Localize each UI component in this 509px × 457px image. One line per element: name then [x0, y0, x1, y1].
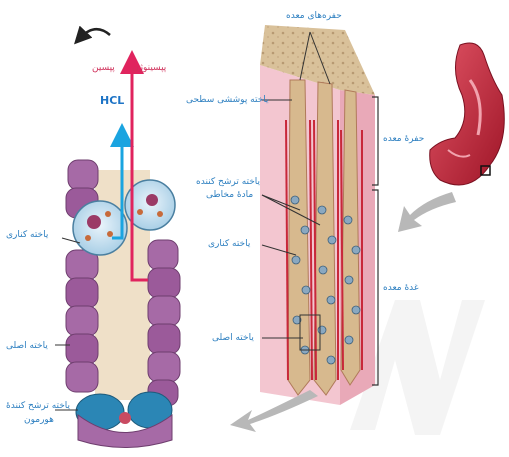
right-cell-wall — [148, 240, 180, 406]
tissue-block — [230, 25, 378, 432]
zoom-arrow — [398, 192, 456, 232]
label-pepsinogen: پپسینوژن — [132, 62, 166, 74]
conversion-arrow — [80, 29, 110, 38]
hormone-cells — [76, 392, 172, 448]
label-hcl: HCL — [100, 95, 124, 107]
label-mucus-line1: یاخته ترشح کننده — [196, 176, 260, 188]
left-cell-wall — [66, 160, 98, 392]
label-mucus-line2: مادهٔ مخاطی — [206, 189, 253, 201]
label-gastric-gland: غدهٔ معده — [383, 282, 419, 294]
label-hormone-line2: هورمون — [24, 414, 54, 426]
label-parietal-mid: یاخته کناری — [208, 238, 250, 250]
exit-arrow — [230, 390, 318, 432]
parietal-cell-left — [73, 201, 127, 255]
label-parietal-left: یاخته کناری — [6, 229, 48, 241]
label-hormone-line1: یاخته ترشح کنندهٔ — [6, 400, 70, 412]
label-gastric-pit-right: حفرهٔ معده — [383, 133, 424, 145]
label-chief-mid: یاخته اصلی — [212, 332, 254, 344]
label-gastric-pits: حفره‌های معده — [286, 10, 342, 22]
label-surface-mucous: یاخته پوششی سطحی — [186, 94, 269, 106]
label-chief-left: یاخته اصلی — [6, 340, 48, 352]
label-pepsin: پپسین — [92, 62, 115, 74]
left-gland — [55, 29, 180, 447]
